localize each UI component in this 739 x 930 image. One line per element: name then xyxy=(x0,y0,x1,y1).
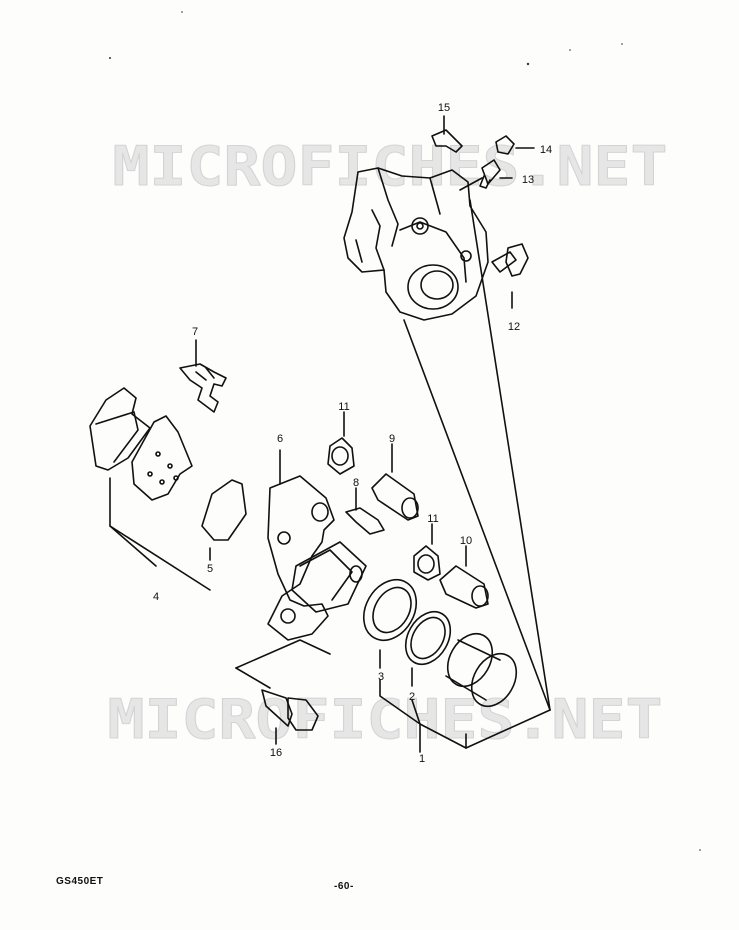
callout-4: 4 xyxy=(153,591,159,603)
pad-retainer-clip xyxy=(431,115,463,153)
scan-specks xyxy=(109,11,701,851)
slide-pin-upper xyxy=(371,443,419,521)
pad-mounting-pin-clip xyxy=(345,487,385,535)
callout-10: 10 xyxy=(460,535,472,547)
leader-caliper-right xyxy=(469,199,551,711)
callout-9: 9 xyxy=(389,433,395,445)
callout-6: 6 xyxy=(277,433,283,445)
watermark-bottom: MICROFICHES.NET xyxy=(108,688,663,751)
callout-3: 3 xyxy=(378,671,384,683)
dust-seal xyxy=(362,579,418,669)
callout-1: 1 xyxy=(419,753,425,765)
bleeder-valve xyxy=(479,159,513,189)
brake-pad-inner xyxy=(89,387,151,471)
callout-11-upper: 11 xyxy=(338,401,349,413)
callout-15: 15 xyxy=(438,102,450,114)
caliper-bolt xyxy=(491,243,529,309)
slide-pin-boot-upper xyxy=(327,411,355,475)
caliper-body xyxy=(343,167,489,321)
mounting-bolt xyxy=(261,689,319,745)
callout-7: 7 xyxy=(192,326,198,338)
pad-spring xyxy=(179,339,227,413)
watermark-top: MICROFICHES.NET xyxy=(113,135,668,198)
bleeder-cap xyxy=(495,135,535,155)
callout-12: 12 xyxy=(508,321,520,333)
callout-2: 2 xyxy=(409,691,415,703)
callout-labels: 1 2 3 4 5 6 7 8 9 10 11 11 12 13 14 15 1… xyxy=(153,102,552,765)
caliper-holder xyxy=(267,449,367,641)
piston xyxy=(445,632,518,708)
pad-shim xyxy=(201,479,247,561)
leader-caliper-left xyxy=(403,319,551,711)
model-code: GS450ET xyxy=(56,876,104,887)
leader-4 xyxy=(109,477,211,591)
callout-14: 14 xyxy=(540,144,552,156)
brake-pad-outer xyxy=(131,415,193,501)
slide-pin-lower xyxy=(439,545,489,609)
callout-8: 8 xyxy=(353,477,359,489)
callout-11-lower: 11 xyxy=(427,513,438,525)
piston-seal xyxy=(404,610,452,687)
slide-pin-boot-lower xyxy=(413,523,441,581)
callout-16: 16 xyxy=(270,747,282,759)
page-number: -60- xyxy=(334,881,354,892)
leader-16 xyxy=(235,639,331,669)
callout-13: 13 xyxy=(522,174,534,186)
callout-5: 5 xyxy=(207,563,213,575)
